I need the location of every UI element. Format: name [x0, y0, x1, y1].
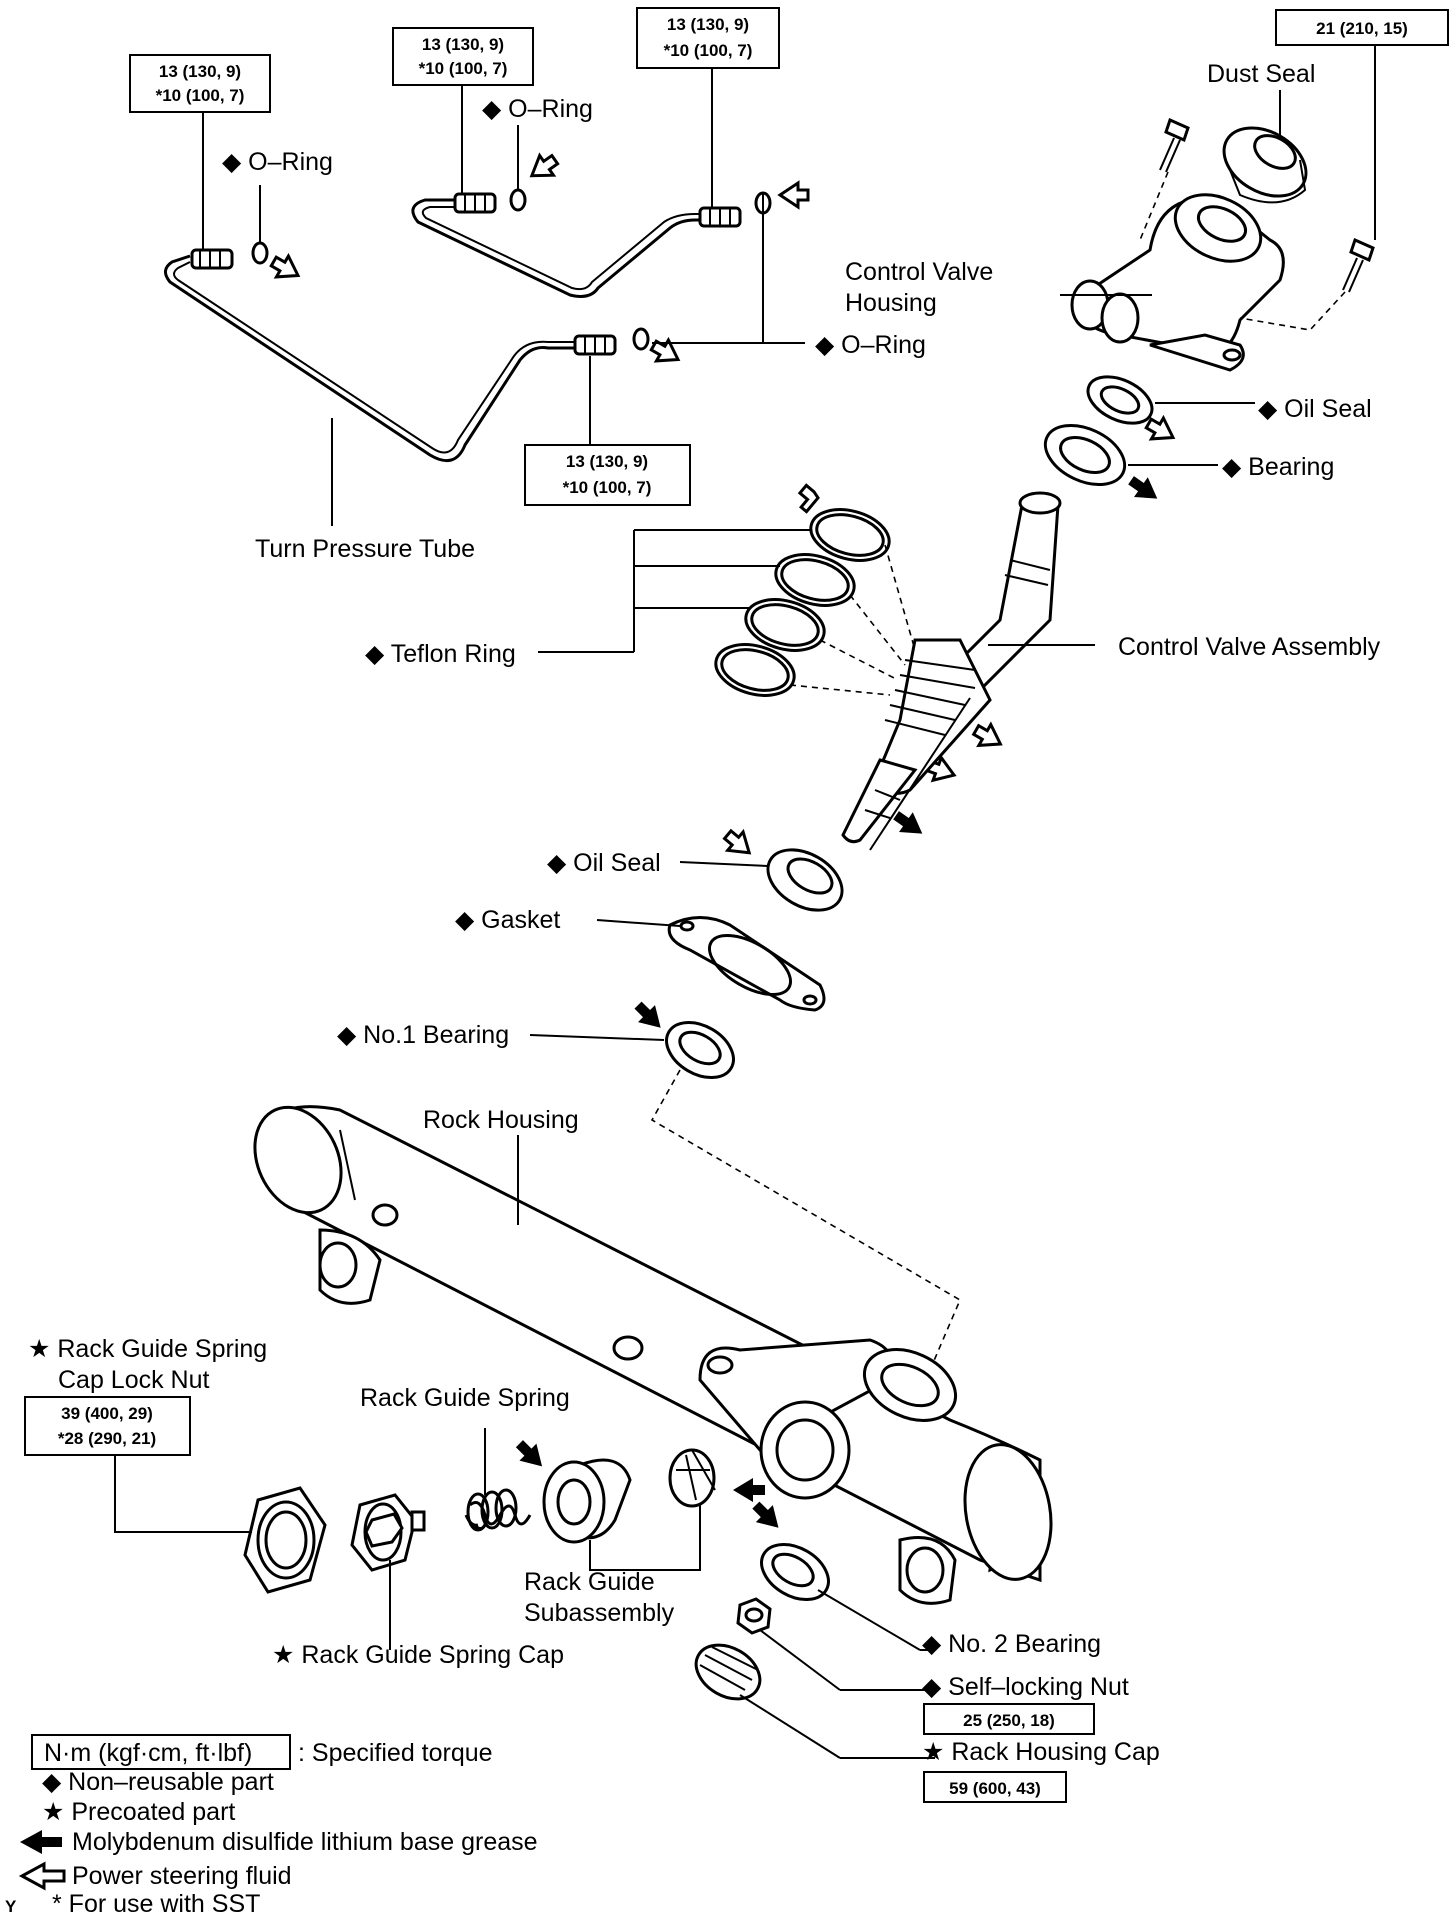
label-rack-guide-spring: Rack Guide Spring	[360, 1384, 570, 1412]
label-control-valve-housing-2: Housing	[845, 289, 937, 317]
oil-seal-top	[1086, 375, 1154, 425]
label-control-valve-housing: Control Valve	[845, 258, 993, 286]
o-ring-1	[251, 241, 269, 265]
dust-seal	[1222, 126, 1308, 204]
label-rock-housing: Rock Housing	[423, 1106, 579, 1134]
teflon-rings	[714, 508, 891, 697]
rack-guide-spring-cap-lock-nut	[243, 1486, 327, 1594]
turn-pressure-tube-left	[164, 248, 617, 463]
rack-housing	[253, 1105, 1053, 1605]
svg-text:13 (130, 9): 13 (130, 9)	[667, 15, 749, 34]
grease-arrow-icon	[515, 476, 1158, 1528]
svg-text:*28 (290, 21): *28 (290, 21)	[58, 1429, 156, 1448]
label-rack-guide-lock-nut: ★ Rack Guide Spring	[28, 1335, 267, 1363]
no1-bearing	[665, 1021, 735, 1079]
legend: N·m (kgf·cm, ft·lbf) : Specified torque …	[5, 1734, 538, 1916]
control-valve-assembly	[841, 491, 1062, 851]
label-o-ring-right: ◆ O–Ring	[815, 331, 926, 359]
torque-spec-3: 13 (130, 9) *10 (100, 7)	[636, 7, 780, 69]
label-rack-housing-cap: ★ Rack Housing Cap	[922, 1738, 1160, 1766]
torque-spec-7: 25 (250, 18)	[923, 1703, 1095, 1735]
legend-precoated: ★ Precoated part	[42, 1798, 235, 1826]
torque-spec-4: 13 (130, 9) *10 (100, 7)	[524, 444, 691, 506]
leader-lines	[114, 45, 1376, 1759]
label-rack-guide-lock-nut-2: Cap Lock Nut	[58, 1366, 210, 1394]
label-oil-seal-top: ◆ Oil Seal	[1258, 395, 1372, 423]
label-no2-bearing: ◆ No. 2 Bearing	[922, 1630, 1101, 1658]
label-dust-seal: Dust Seal	[1207, 60, 1315, 88]
legend-torque-unit: N·m (kgf·cm, ft·lbf)	[44, 1739, 252, 1767]
legend-moly-grease: Molybdenum disulfide lithium base grease	[72, 1828, 538, 1856]
housing-bolt-2	[1342, 237, 1375, 293]
legend-non-reusable: ◆ Non–reusable part	[42, 1768, 274, 1796]
corner-mark: Y	[5, 1897, 17, 1916]
fluid-arrow-icon	[269, 152, 1176, 855]
housing-bolt-1	[1159, 117, 1190, 173]
label-turn-pressure-tube: Turn Pressure Tube	[255, 535, 475, 563]
legend-sst: * For use with SST	[52, 1890, 260, 1916]
svg-text:13 (130, 9): 13 (130, 9)	[566, 452, 648, 471]
label-rack-guide-subassembly-2: Subassembly	[524, 1599, 675, 1627]
svg-text:*10 (100, 7): *10 (100, 7)	[156, 86, 245, 105]
svg-text:*10 (100, 7): *10 (100, 7)	[419, 59, 508, 78]
oil-seal-lower	[766, 848, 844, 912]
rack-guide-spring-cap	[350, 1493, 426, 1572]
gasket	[667, 916, 826, 1012]
torque-spec-1: 13 (130, 9) *10 (100, 7)	[129, 54, 271, 113]
legend-torque-desc: : Specified torque	[298, 1739, 493, 1767]
legend-grease-arrow-icon	[20, 1830, 62, 1854]
torque-spec-5: 21 (210, 15)	[1275, 9, 1449, 46]
torque-spec-6: 39 (400, 29) *28 (290, 21)	[24, 1396, 191, 1456]
label-teflon-ring: ◆ Teflon Ring	[365, 640, 516, 668]
label-o-ring-left: ◆ O–Ring	[222, 148, 333, 176]
rack-guide	[542, 1458, 632, 1544]
control-valve-housing	[1070, 193, 1285, 372]
rack-guide-spring	[464, 1488, 532, 1532]
svg-text:*10 (100, 7): *10 (100, 7)	[563, 478, 652, 497]
label-rack-guide-spring-cap: ★ Rack Guide Spring Cap	[272, 1641, 564, 1669]
torque-spec-8: 59 (600, 43)	[923, 1771, 1067, 1803]
no2-bearing	[760, 1543, 830, 1601]
svg-text:59 (600, 43): 59 (600, 43)	[949, 1779, 1041, 1798]
bearing-top	[1043, 423, 1127, 487]
legend-fluid-arrow-icon	[18, 1861, 66, 1891]
svg-text:*10 (100, 7): *10 (100, 7)	[664, 41, 753, 60]
label-self-locking-nut: ◆ Self–locking Nut	[922, 1673, 1129, 1701]
svg-text:13 (130, 9): 13 (130, 9)	[159, 62, 241, 81]
torque-spec-2: 13 (130, 9) *10 (100, 7)	[392, 27, 534, 86]
svg-text:21 (210, 15): 21 (210, 15)	[1316, 19, 1408, 38]
label-o-ring-upper: ◆ O–Ring	[482, 95, 593, 123]
o-ring-2	[509, 188, 527, 212]
svg-text:25 (250, 18): 25 (250, 18)	[963, 1711, 1055, 1730]
label-oil-seal-lower: ◆ Oil Seal	[547, 849, 661, 877]
label-control-valve-assembly: Control Valve Assembly	[1118, 633, 1381, 661]
svg-text:39 (400, 29): 39 (400, 29)	[61, 1404, 153, 1423]
label-bearing: ◆ Bearing	[1222, 453, 1334, 481]
rack-housing-cap	[694, 1643, 762, 1701]
legend-ps-fluid: Power steering fluid	[72, 1862, 292, 1890]
self-locking-nut	[736, 1597, 772, 1635]
svg-text:13 (130, 9): 13 (130, 9)	[422, 35, 504, 54]
label-gasket: ◆ Gasket	[455, 906, 560, 934]
label-rack-guide-subassembly: Rack Guide	[524, 1568, 655, 1596]
rack-guide-seat	[668, 1448, 716, 1508]
turn-pressure-tube-upper	[411, 192, 742, 298]
o-ring-4	[632, 327, 650, 351]
label-no1-bearing: ◆ No.1 Bearing	[337, 1021, 509, 1049]
